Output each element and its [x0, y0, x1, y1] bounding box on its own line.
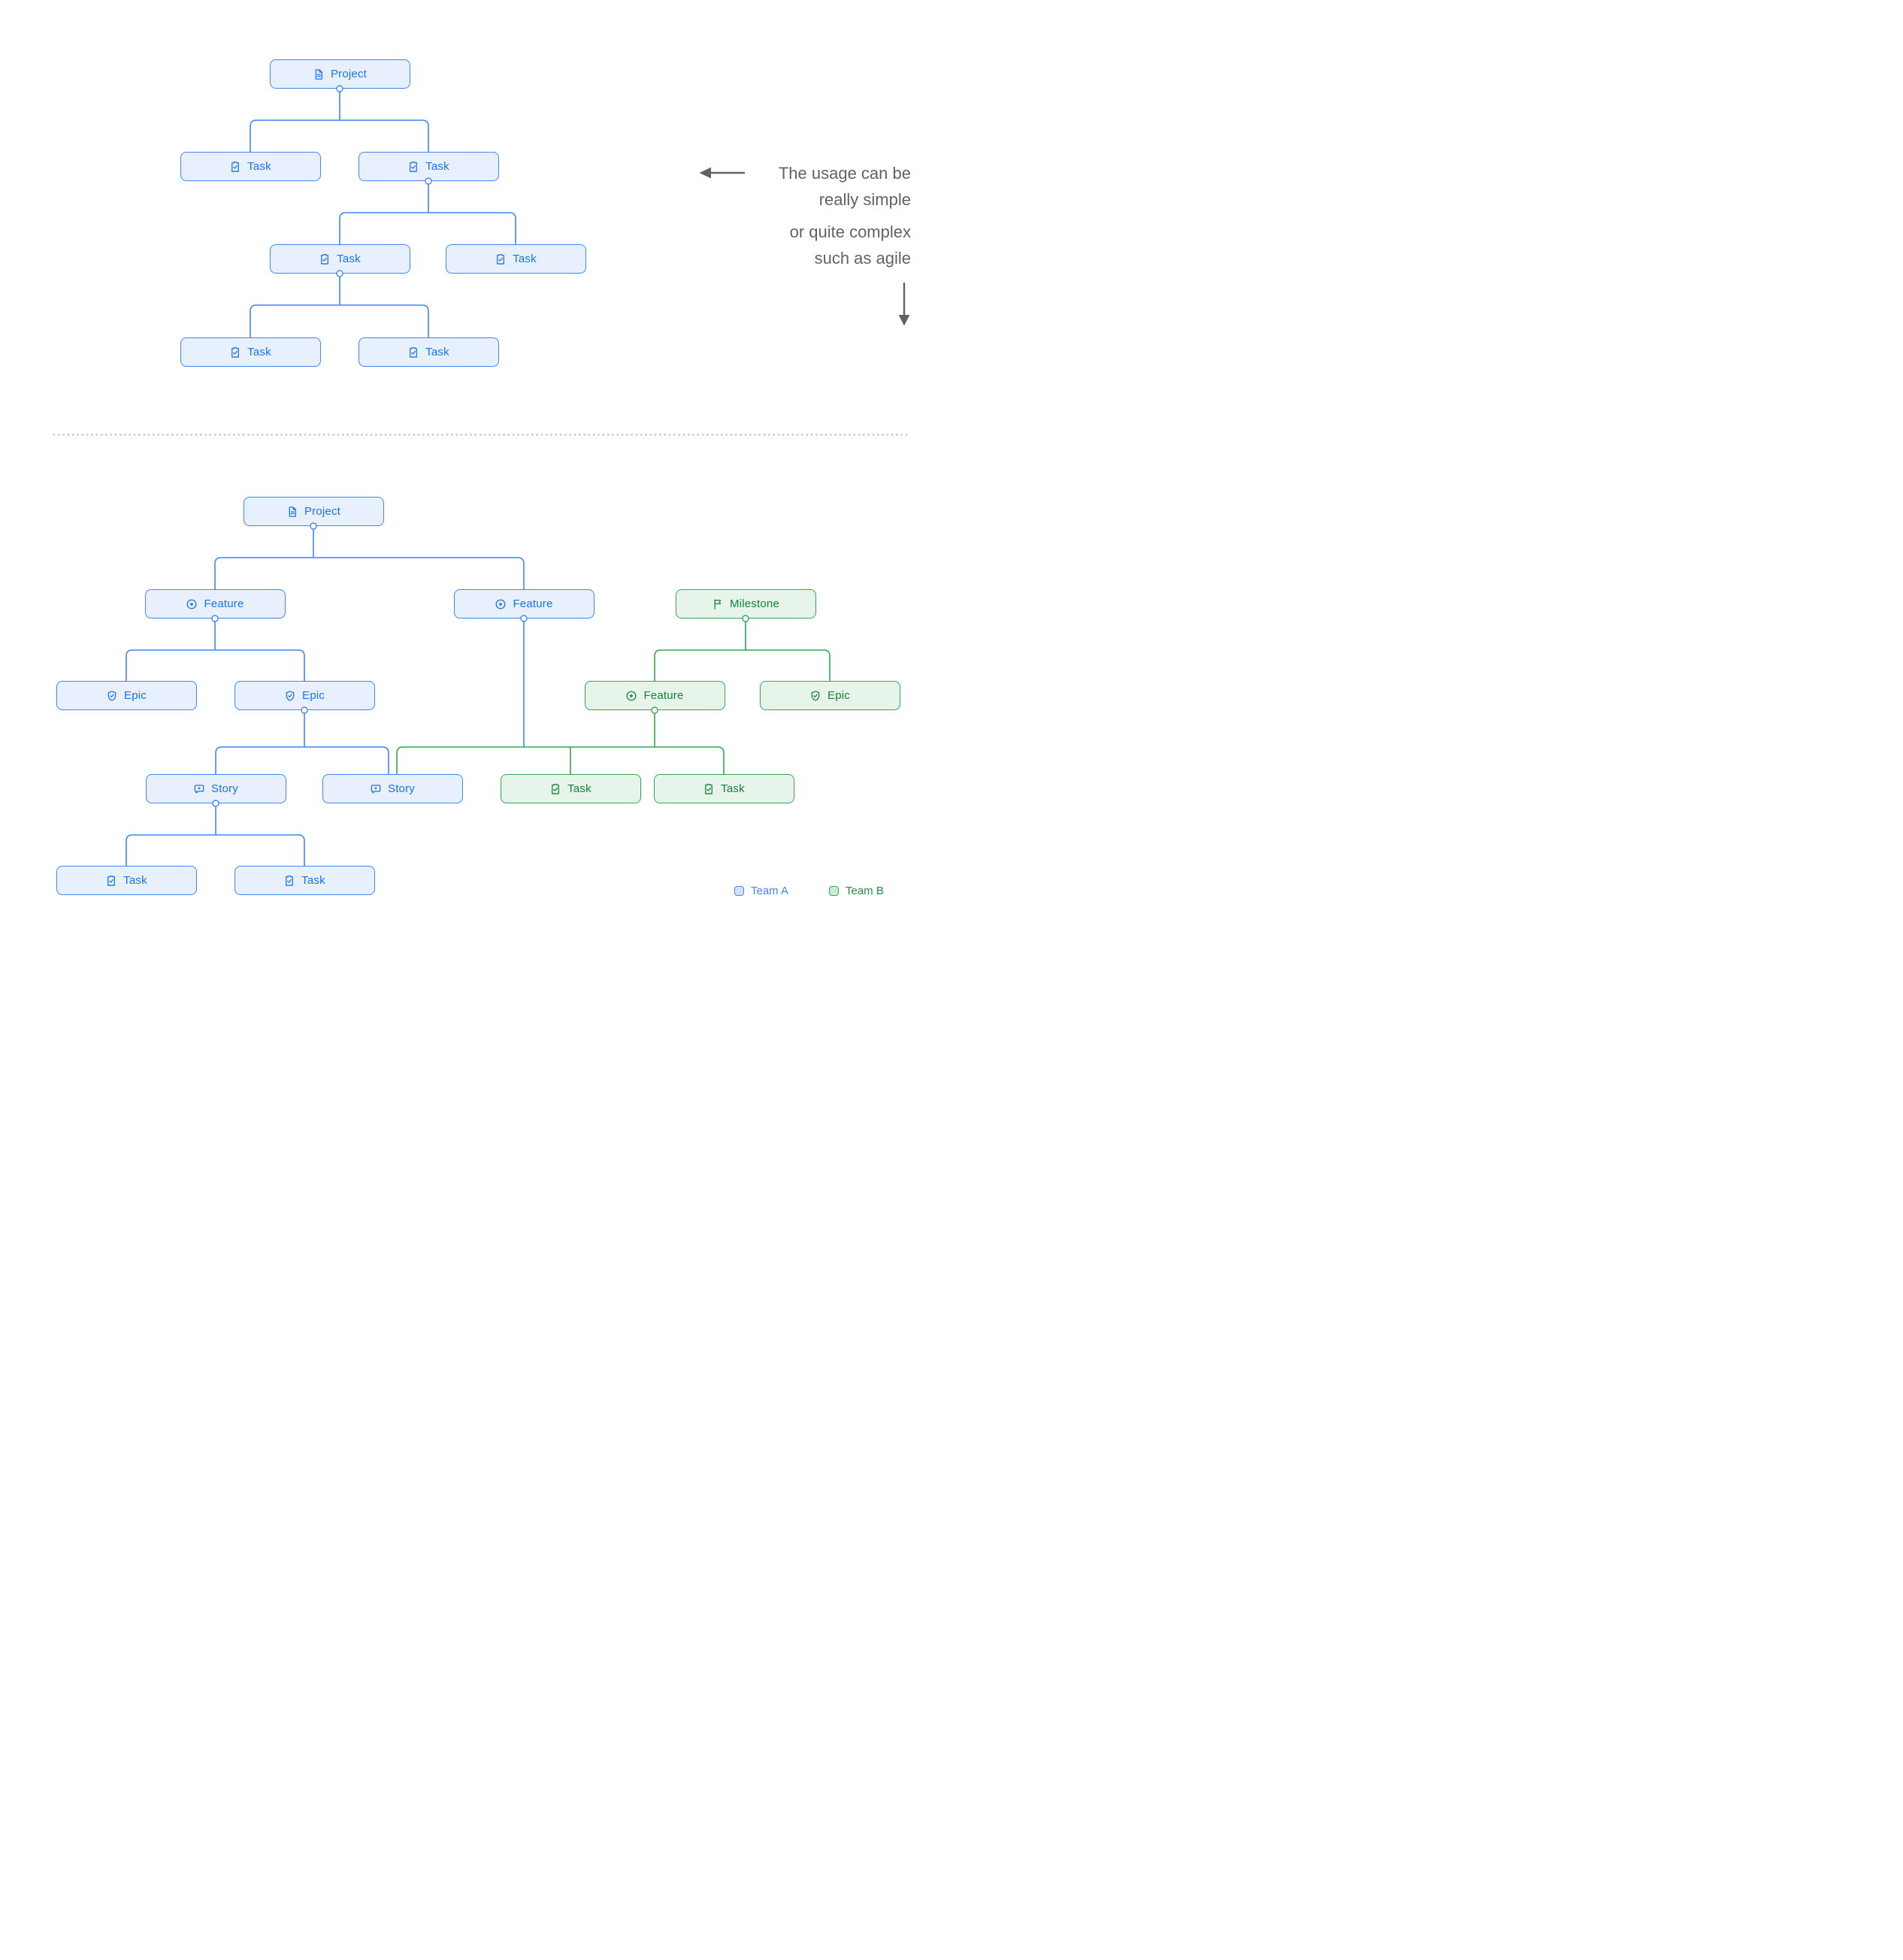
node-feature: Feature — [453, 589, 594, 619]
node-task: Task — [180, 337, 321, 367]
story-icon — [193, 783, 205, 795]
node-label: Task — [425, 346, 449, 358]
connector — [654, 619, 830, 681]
node-story: Story — [322, 774, 463, 803]
node-milestone: Milestone — [675, 589, 816, 619]
task-icon — [407, 346, 419, 358]
annotation-simple: The usage can be really simple — [779, 160, 911, 213]
node-label: Task — [123, 874, 147, 887]
connector — [250, 274, 429, 337]
task-icon — [229, 161, 241, 173]
node-label: Epic — [302, 689, 325, 702]
legend-team-a: Team A — [734, 885, 788, 897]
left-arrow-icon — [699, 167, 745, 179]
node-task: Task — [180, 152, 321, 181]
project-icon — [286, 506, 298, 518]
node-feature: Feature — [144, 589, 286, 619]
connector — [396, 710, 725, 774]
task-icon — [495, 253, 507, 265]
task-icon — [703, 783, 715, 795]
team-b-label: Team B — [846, 885, 884, 897]
node-epic: Epic — [56, 681, 197, 710]
node-label: Task — [301, 874, 325, 887]
team-b-swatch — [829, 886, 839, 896]
epic-icon — [284, 690, 296, 702]
node-feature: Feature — [584, 681, 725, 710]
down-arrow-icon — [898, 283, 910, 326]
task-icon — [105, 875, 117, 887]
annotation-line: or quite complex — [789, 222, 911, 241]
node-epic: Epic — [234, 681, 375, 710]
node-label: Feature — [204, 597, 244, 610]
node-label: Task — [567, 782, 591, 795]
node-task: Task — [56, 866, 197, 895]
connector-layer — [53, 89, 912, 866]
annotation-line: The usage can be — [778, 164, 911, 183]
node-label: Project — [304, 505, 341, 518]
node-label: Feature — [513, 597, 553, 610]
node-label: Task — [247, 346, 271, 358]
node-task: Task — [269, 244, 410, 274]
legend-team-b: Team B — [829, 885, 884, 897]
node-project: Project — [269, 59, 410, 89]
connector — [214, 526, 525, 589]
node-task: Task — [653, 774, 794, 803]
node-label: Project — [330, 68, 368, 80]
connector — [215, 710, 389, 774]
node-task: Task — [500, 774, 641, 803]
connector — [250, 89, 429, 152]
annotation-line: such as agile — [814, 249, 911, 268]
node-label: Milestone — [730, 597, 779, 610]
node-label: Task — [337, 253, 361, 265]
connector — [339, 181, 516, 244]
feature-icon — [495, 598, 507, 610]
milestone-icon — [712, 598, 724, 610]
node-task: Task — [358, 152, 499, 181]
node-task: Task — [445, 244, 586, 274]
node-label: Epic — [124, 689, 147, 702]
task-icon — [549, 783, 561, 795]
annotation-line: really simple — [818, 190, 911, 209]
feature-icon — [625, 690, 637, 702]
connector — [126, 619, 305, 681]
node-epic: Epic — [759, 681, 900, 710]
annotation-complex: or quite complex such as agile — [790, 219, 911, 271]
task-icon — [229, 346, 241, 358]
node-label: Story — [387, 782, 415, 795]
epic-icon — [106, 690, 118, 702]
node-label: Task — [425, 160, 449, 173]
node-label: Task — [513, 253, 537, 265]
node-label: Feature — [643, 689, 684, 702]
task-icon — [319, 253, 331, 265]
team-a-swatch — [734, 886, 744, 896]
connector — [126, 803, 305, 866]
node-project: Project — [243, 497, 384, 526]
epic-icon — [809, 690, 821, 702]
project-icon — [313, 68, 325, 80]
node-task: Task — [234, 866, 375, 895]
node-label: Task — [247, 160, 271, 173]
node-label: Task — [721, 782, 745, 795]
task-icon — [407, 161, 419, 173]
feature-icon — [186, 598, 198, 610]
task-icon — [283, 875, 295, 887]
node-label: Epic — [827, 689, 850, 702]
node-story: Story — [145, 774, 286, 803]
node-task: Task — [358, 337, 499, 367]
story-icon — [370, 783, 382, 795]
node-label: Story — [210, 782, 238, 795]
team-a-label: Team A — [751, 885, 789, 897]
